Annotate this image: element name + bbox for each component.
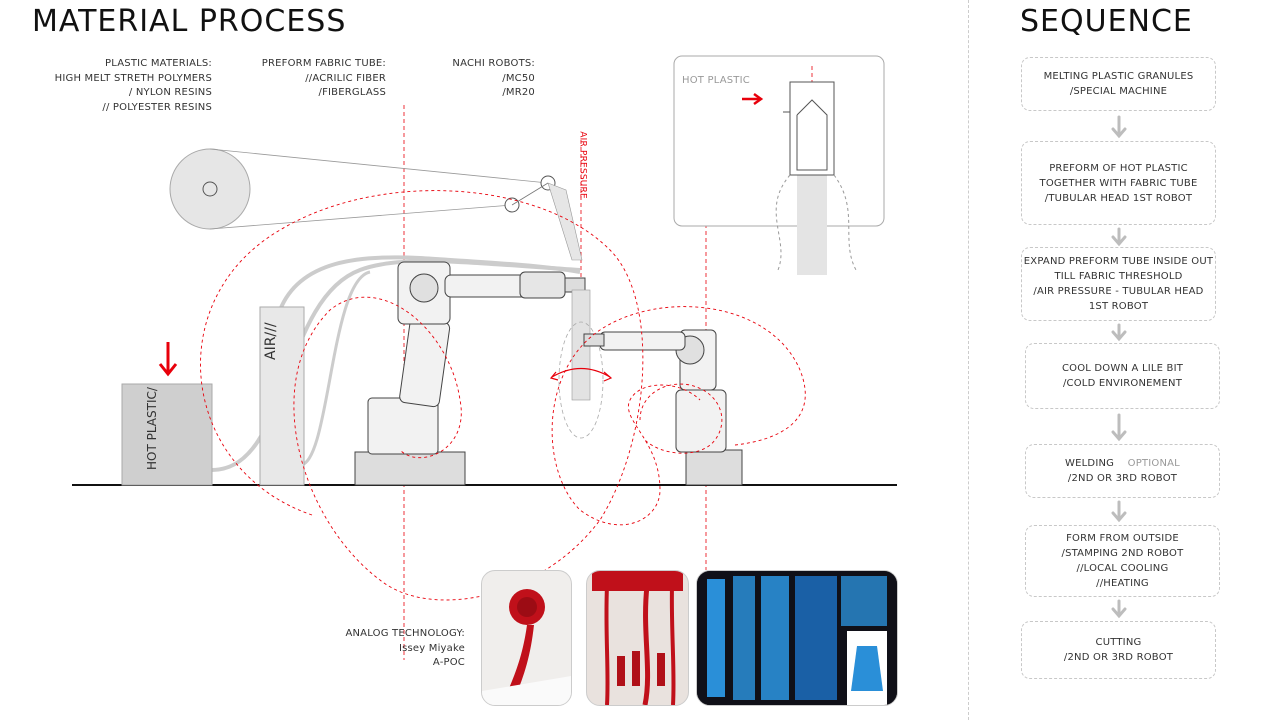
motion-path-3 xyxy=(639,383,723,454)
process-diagram xyxy=(72,55,897,660)
sequence-step-text: PREFORM OF HOT PLASTIC TOGETHER WITH FAB… xyxy=(1039,162,1198,204)
preform-fabric-label: PREFORM FABRIC TUBE: //ACRILIC FIBER /FI… xyxy=(240,57,386,101)
inset-tube xyxy=(797,165,827,275)
preform-fabric-line: PREFORM FABRIC TUBE: xyxy=(261,58,386,69)
sequence-step-text: COOL DOWN A LILE BIT /COLD ENVIRONEMENT xyxy=(1061,363,1184,389)
roll-line xyxy=(209,148,549,184)
motion-path-2 xyxy=(551,306,806,526)
sequence-step-text: CUTTING /2ND OR 3RD ROBOT xyxy=(1063,637,1174,663)
sequence-step-text: MELTING PLASTIC GRANULES /SPECIAL MACHIN… xyxy=(1043,71,1194,97)
air-box-label: AIR/// xyxy=(263,322,279,360)
title-sequence: SEQUENCE xyxy=(1020,4,1193,39)
analog-line: A-POC xyxy=(432,657,465,668)
nachi-robots-label: NACHI ROBOTS: /MC50 /MR20 xyxy=(420,57,535,101)
fabric-feed xyxy=(547,182,583,261)
air-pressure-label: AIR PRESSURE xyxy=(577,131,588,199)
photo-blue-fabric xyxy=(696,570,898,706)
sequence-step-6: FORM FROM OUTSIDE /STAMPING 2ND ROBOT //… xyxy=(1025,525,1220,597)
air-pressure-label-wrap: AIR PRESSURE xyxy=(572,131,590,202)
hot-plastic-box xyxy=(121,383,213,486)
sequence-step-text: EXPAND PREFORM TUBE INSIDE OUT TILL FABR… xyxy=(1023,256,1214,312)
sequence-step-7: CUTTING /2ND OR 3RD ROBOT xyxy=(1021,621,1216,679)
arrow-down-icon xyxy=(1111,227,1127,247)
sequence-step-text: WELDING xyxy=(1065,458,1115,469)
air-box xyxy=(259,306,305,486)
arrow-down-icon xyxy=(1111,599,1127,619)
preform-fabric-line: /FIBERGLASS xyxy=(318,87,386,98)
robot-1 xyxy=(354,261,586,486)
pulley-line xyxy=(511,182,549,206)
sequence-step-text: /2ND OR 3RD ROBOT xyxy=(1067,473,1178,484)
arrow-down-icon xyxy=(1111,115,1127,139)
sequence-step-5: WELDING OPTIONAL/2ND OR 3RD ROBOT xyxy=(1025,444,1220,498)
photo-red-installation xyxy=(586,570,689,706)
plastic-materials-line: HIGH MELT STRETH POLYMERS xyxy=(54,72,212,84)
plastic-materials-line: // POLYESTER RESINS xyxy=(102,101,212,113)
nachi-robots-line: /MC50 xyxy=(502,72,535,84)
nachi-robots-line: NACHI ROBOTS: xyxy=(452,58,535,69)
plastic-materials-label: PLASTIC MATERIALS: HIGH MELT STRETH POLY… xyxy=(40,57,212,115)
fabric-roll xyxy=(169,148,251,230)
arrow-down-icon xyxy=(1111,413,1127,442)
sequence-step-2: PREFORM OF HOT PLASTIC TOGETHER WITH FAB… xyxy=(1021,141,1216,225)
arrow-down-icon xyxy=(1111,500,1127,523)
motion-path-1 xyxy=(200,190,644,601)
hose xyxy=(299,270,371,467)
sequence-step-3: EXPAND PREFORM TUBE INSIDE OUT TILL FABR… xyxy=(1021,247,1216,321)
optional-tag: OPTIONAL xyxy=(1127,458,1180,469)
analog-line: ANALOG TECHNOLOGY: xyxy=(345,628,465,639)
sequence-step-text: FORM FROM OUTSIDE /STAMPING 2ND ROBOT //… xyxy=(1061,533,1184,589)
title-material-process: MATERIAL PROCESS xyxy=(32,4,347,39)
section-divider xyxy=(968,0,969,720)
nachi-robots-line: /MR20 xyxy=(502,87,535,98)
hot-plastic-box-label: HOT PLASTIC/ xyxy=(145,387,159,470)
arrow-down-icon xyxy=(1111,323,1127,342)
photo-red-roll xyxy=(481,570,572,706)
sequence-step-4: COOL DOWN A LILE BIT /COLD ENVIRONEMENT xyxy=(1025,343,1220,409)
sequence-step-1: MELTING PLASTIC GRANULES /SPECIAL MACHIN… xyxy=(1021,57,1216,111)
preform-fabric-line: //ACRILIC FIBER xyxy=(305,72,386,84)
roll-line xyxy=(209,204,513,230)
plastic-materials-line: PLASTIC MATERIALS: xyxy=(105,58,212,69)
robot-2 xyxy=(583,329,743,486)
hose xyxy=(278,255,581,311)
rotation-arrow-icon xyxy=(551,368,611,378)
down-arrow-icon xyxy=(158,363,178,377)
hot-plastic-inset-label: HOT PLASTIC xyxy=(682,75,750,86)
analog-line: Issey Miyake xyxy=(398,642,465,654)
roll-axle xyxy=(202,181,218,197)
analog-technology-label: ANALOG TECHNOLOGY: Issey Miyake A-POC xyxy=(330,627,465,671)
tube-expansion xyxy=(558,321,604,439)
plastic-materials-line: / NYLON RESINS xyxy=(128,87,212,98)
